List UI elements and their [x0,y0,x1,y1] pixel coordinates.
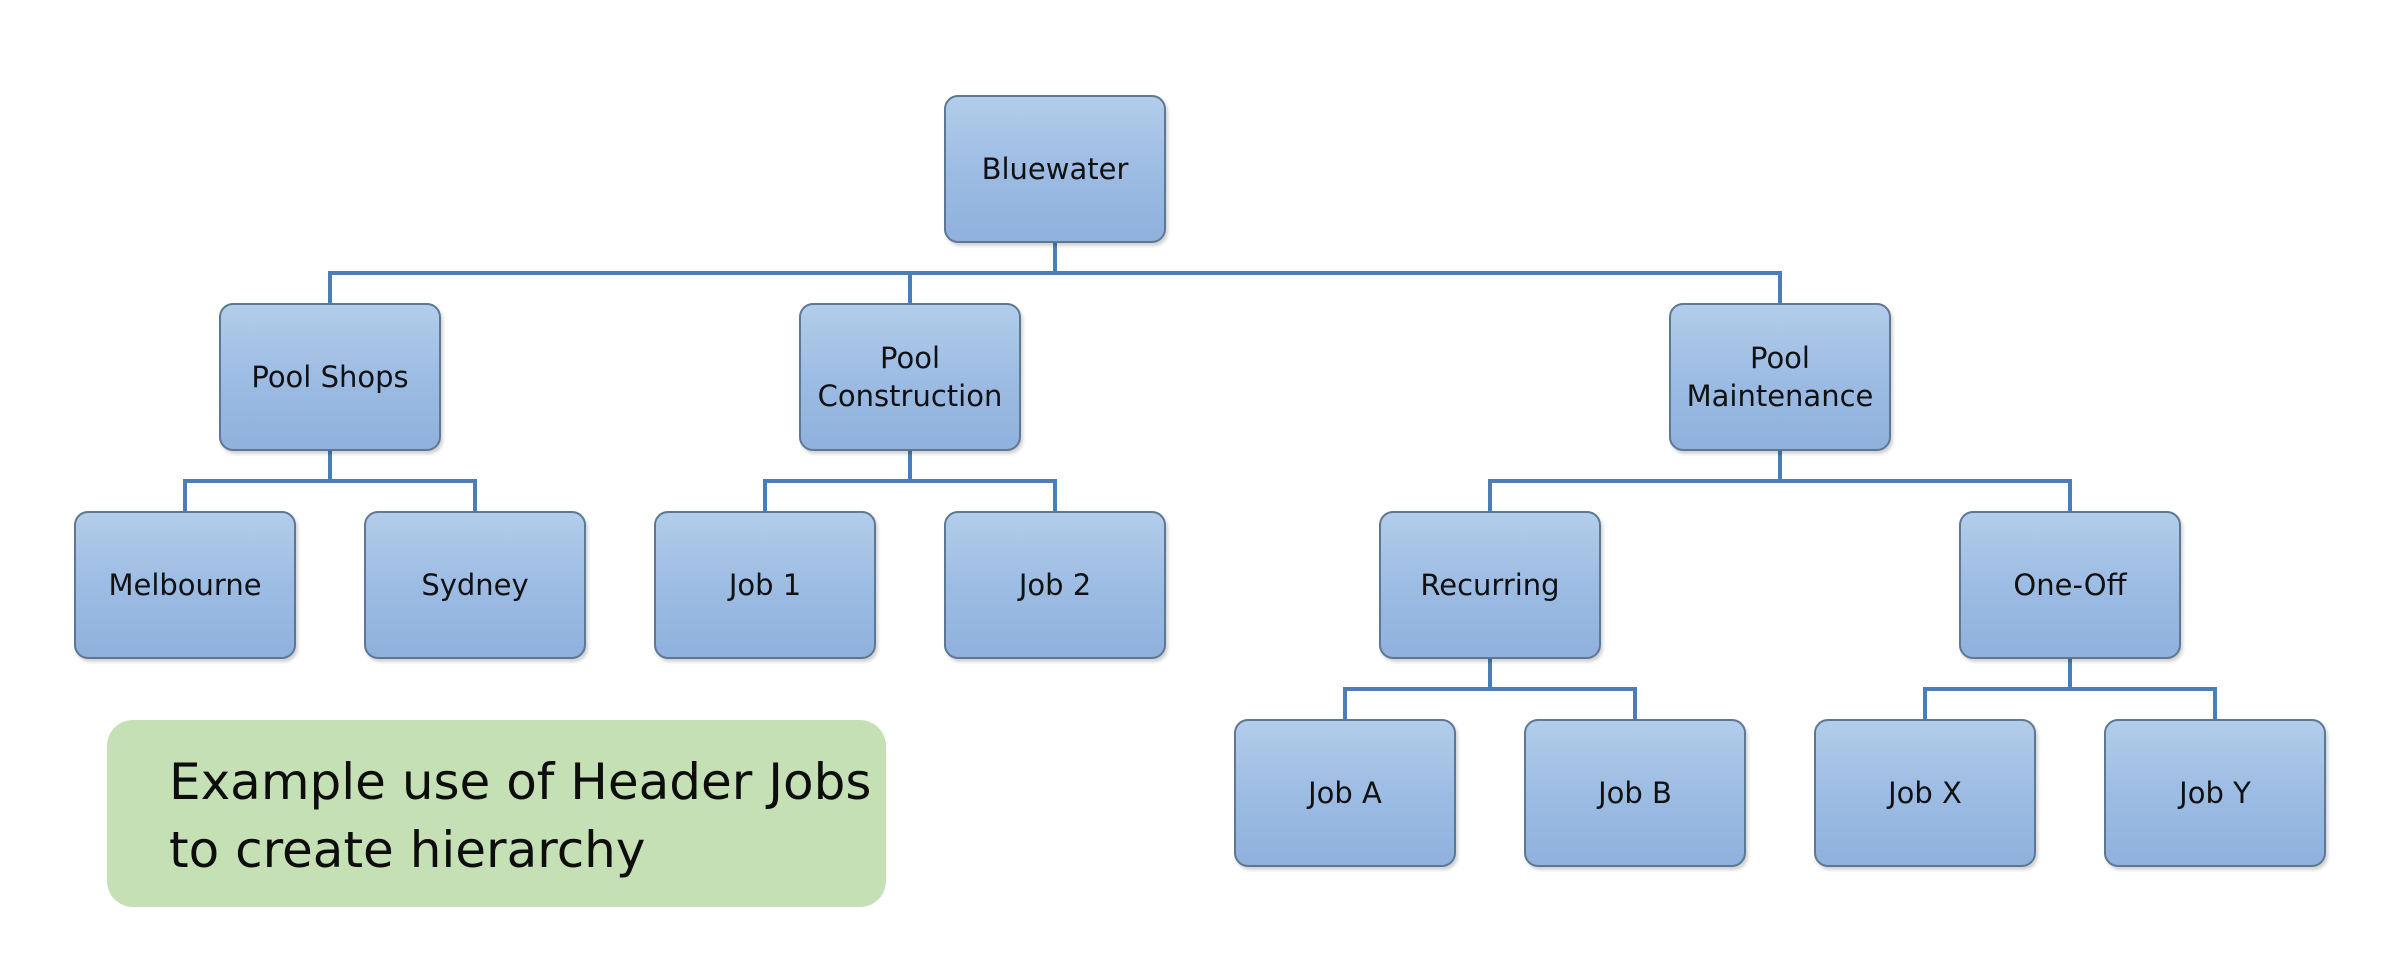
node-one-off: One-Off [1959,511,2181,659]
node-pool-construction: Pool Construction [799,303,1021,451]
node-sydney: Sydney [364,511,586,659]
connector-pool-shops-to-melbourne [183,451,332,511]
node-pool-maintenance: Pool Maintenance [1669,303,1891,451]
connector-one-off-to-job-y [2068,659,2217,719]
connector-pool-shops-to-sydney [328,451,477,511]
node-recurring: Recurring [1379,511,1601,659]
connector-pool-construction-to-job-2 [908,451,1057,511]
node-pool-shops: Pool Shops [219,303,441,451]
connector-recurring-to-job-a [1343,659,1492,719]
connector-pool-construction-to-job-1 [763,451,912,511]
node-melbourne: Melbourne [74,511,296,659]
node-job-x: Job X [1814,719,2036,867]
node-job-b: Job B [1524,719,1746,867]
connector-bluewater-to-pool-construction [908,243,1057,303]
connector-one-off-to-job-x [1923,659,2072,719]
node-bluewater: Bluewater [944,95,1166,243]
connector-pool-maintenance-to-recurring [1488,451,1782,511]
node-job-a: Job A [1234,719,1456,867]
node-job-2: Job 2 [944,511,1166,659]
connector-recurring-to-job-b [1488,659,1637,719]
connector-bluewater-to-pool-maintenance [1053,243,1782,303]
annotation-note: Example use of Header Jobs to create hie… [107,720,886,907]
connector-pool-maintenance-to-one-off [1778,451,2072,511]
node-job-1: Job 1 [654,511,876,659]
node-job-y: Job Y [2104,719,2326,867]
